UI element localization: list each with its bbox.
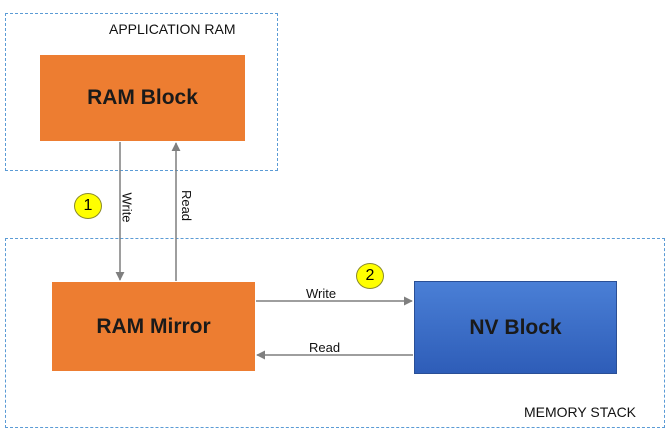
read-label-vertical: Read — [179, 189, 195, 222]
nv-block: NV Block — [414, 281, 617, 374]
memory-stack-label: MEMORY STACK — [524, 404, 637, 420]
application-ram-region — [5, 13, 278, 171]
memory-stack-region — [5, 238, 665, 428]
write-label-horizontal: Write — [306, 286, 337, 301]
step-2-badge: 2 — [356, 263, 384, 289]
write-label-vertical: Write — [119, 192, 135, 223]
step-1-badge: 1 — [74, 193, 102, 219]
read-label-horizontal: Read — [309, 340, 341, 355]
application-ram-label: APPLICATION RAM — [109, 21, 236, 37]
ram-block: RAM Block — [40, 55, 245, 141]
ram-mirror-block: RAM Mirror — [52, 282, 255, 371]
